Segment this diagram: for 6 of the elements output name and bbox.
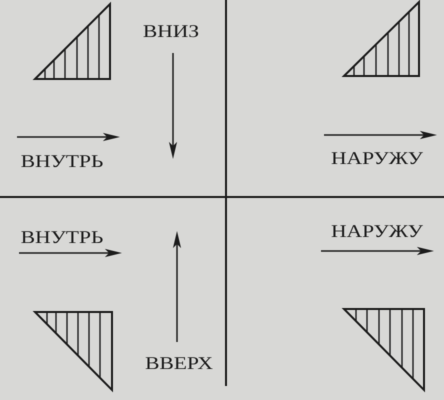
direction-label: НАРУЖУ bbox=[332, 152, 423, 164]
direction-label: ВВЕРХ bbox=[146, 357, 213, 370]
direction-label: ВНУТРЬ bbox=[21, 231, 103, 244]
direction-label: ВНИЗ bbox=[144, 25, 198, 38]
direction-label: НАРУЖУ bbox=[332, 225, 423, 238]
direction-label: ВНУТРЬ bbox=[21, 155, 103, 168]
